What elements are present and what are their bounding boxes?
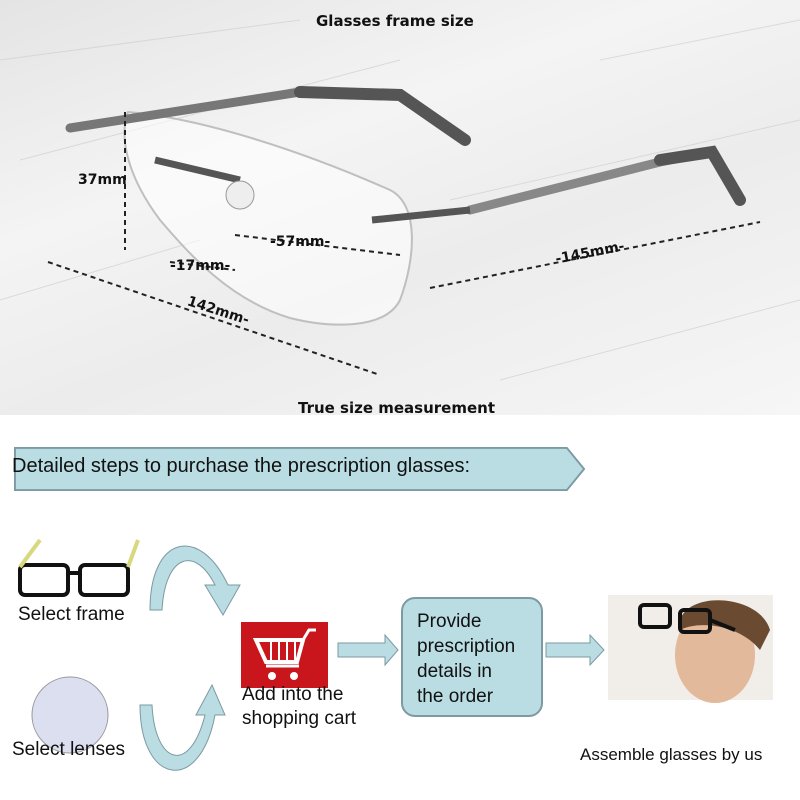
arrow-right-icon <box>337 633 399 667</box>
diagram-title: Glasses frame size <box>316 12 474 30</box>
provide-line-3: details in <box>417 661 492 682</box>
bridge-label: -17mm- <box>170 258 231 274</box>
lens-width-label: -57mm- <box>270 234 331 250</box>
provide-line-4: the order <box>417 686 494 707</box>
curved-arrow-down-icon <box>149 545 241 616</box>
add-to-cart-line-2: shopping cart <box>242 708 357 729</box>
diagram-caption: True size measurement <box>298 399 496 417</box>
shopping-cart-icon <box>252 628 316 680</box>
curved-arrow-up-icon <box>139 683 226 771</box>
add-to-cart-line-1: Add into the <box>242 684 344 705</box>
add-to-cart-label: Add into the shopping cart <box>242 683 356 731</box>
frame-glasses-icon <box>18 538 140 597</box>
flow-graphics <box>18 538 773 771</box>
lens-icon <box>31 676 109 754</box>
provide-line-1: Provide <box>417 611 482 632</box>
purchase-steps: Detailed steps to purchase the prescript… <box>0 415 800 800</box>
arrow-right-icon <box>545 633 605 667</box>
frame-size-diagram: Glasses frame size True size measurement… <box>0 0 800 417</box>
steps-banner-text: Detailed steps to purchase the prescript… <box>12 455 471 477</box>
person-photo <box>608 595 773 703</box>
assemble-label: Assemble glasses by us <box>580 745 763 764</box>
select-lenses-label: Select lenses <box>12 739 126 760</box>
lens-height-label: 37mm <box>78 172 127 188</box>
select-frame-label: Select frame <box>18 604 125 625</box>
glasses-illustration <box>0 19 800 381</box>
shopping-cart-button <box>241 622 328 688</box>
steps-banner <box>14 447 586 491</box>
provide-line-2: prescription <box>417 636 516 657</box>
provide-prescription-box: Provide prescription details in the orde… <box>401 597 543 717</box>
